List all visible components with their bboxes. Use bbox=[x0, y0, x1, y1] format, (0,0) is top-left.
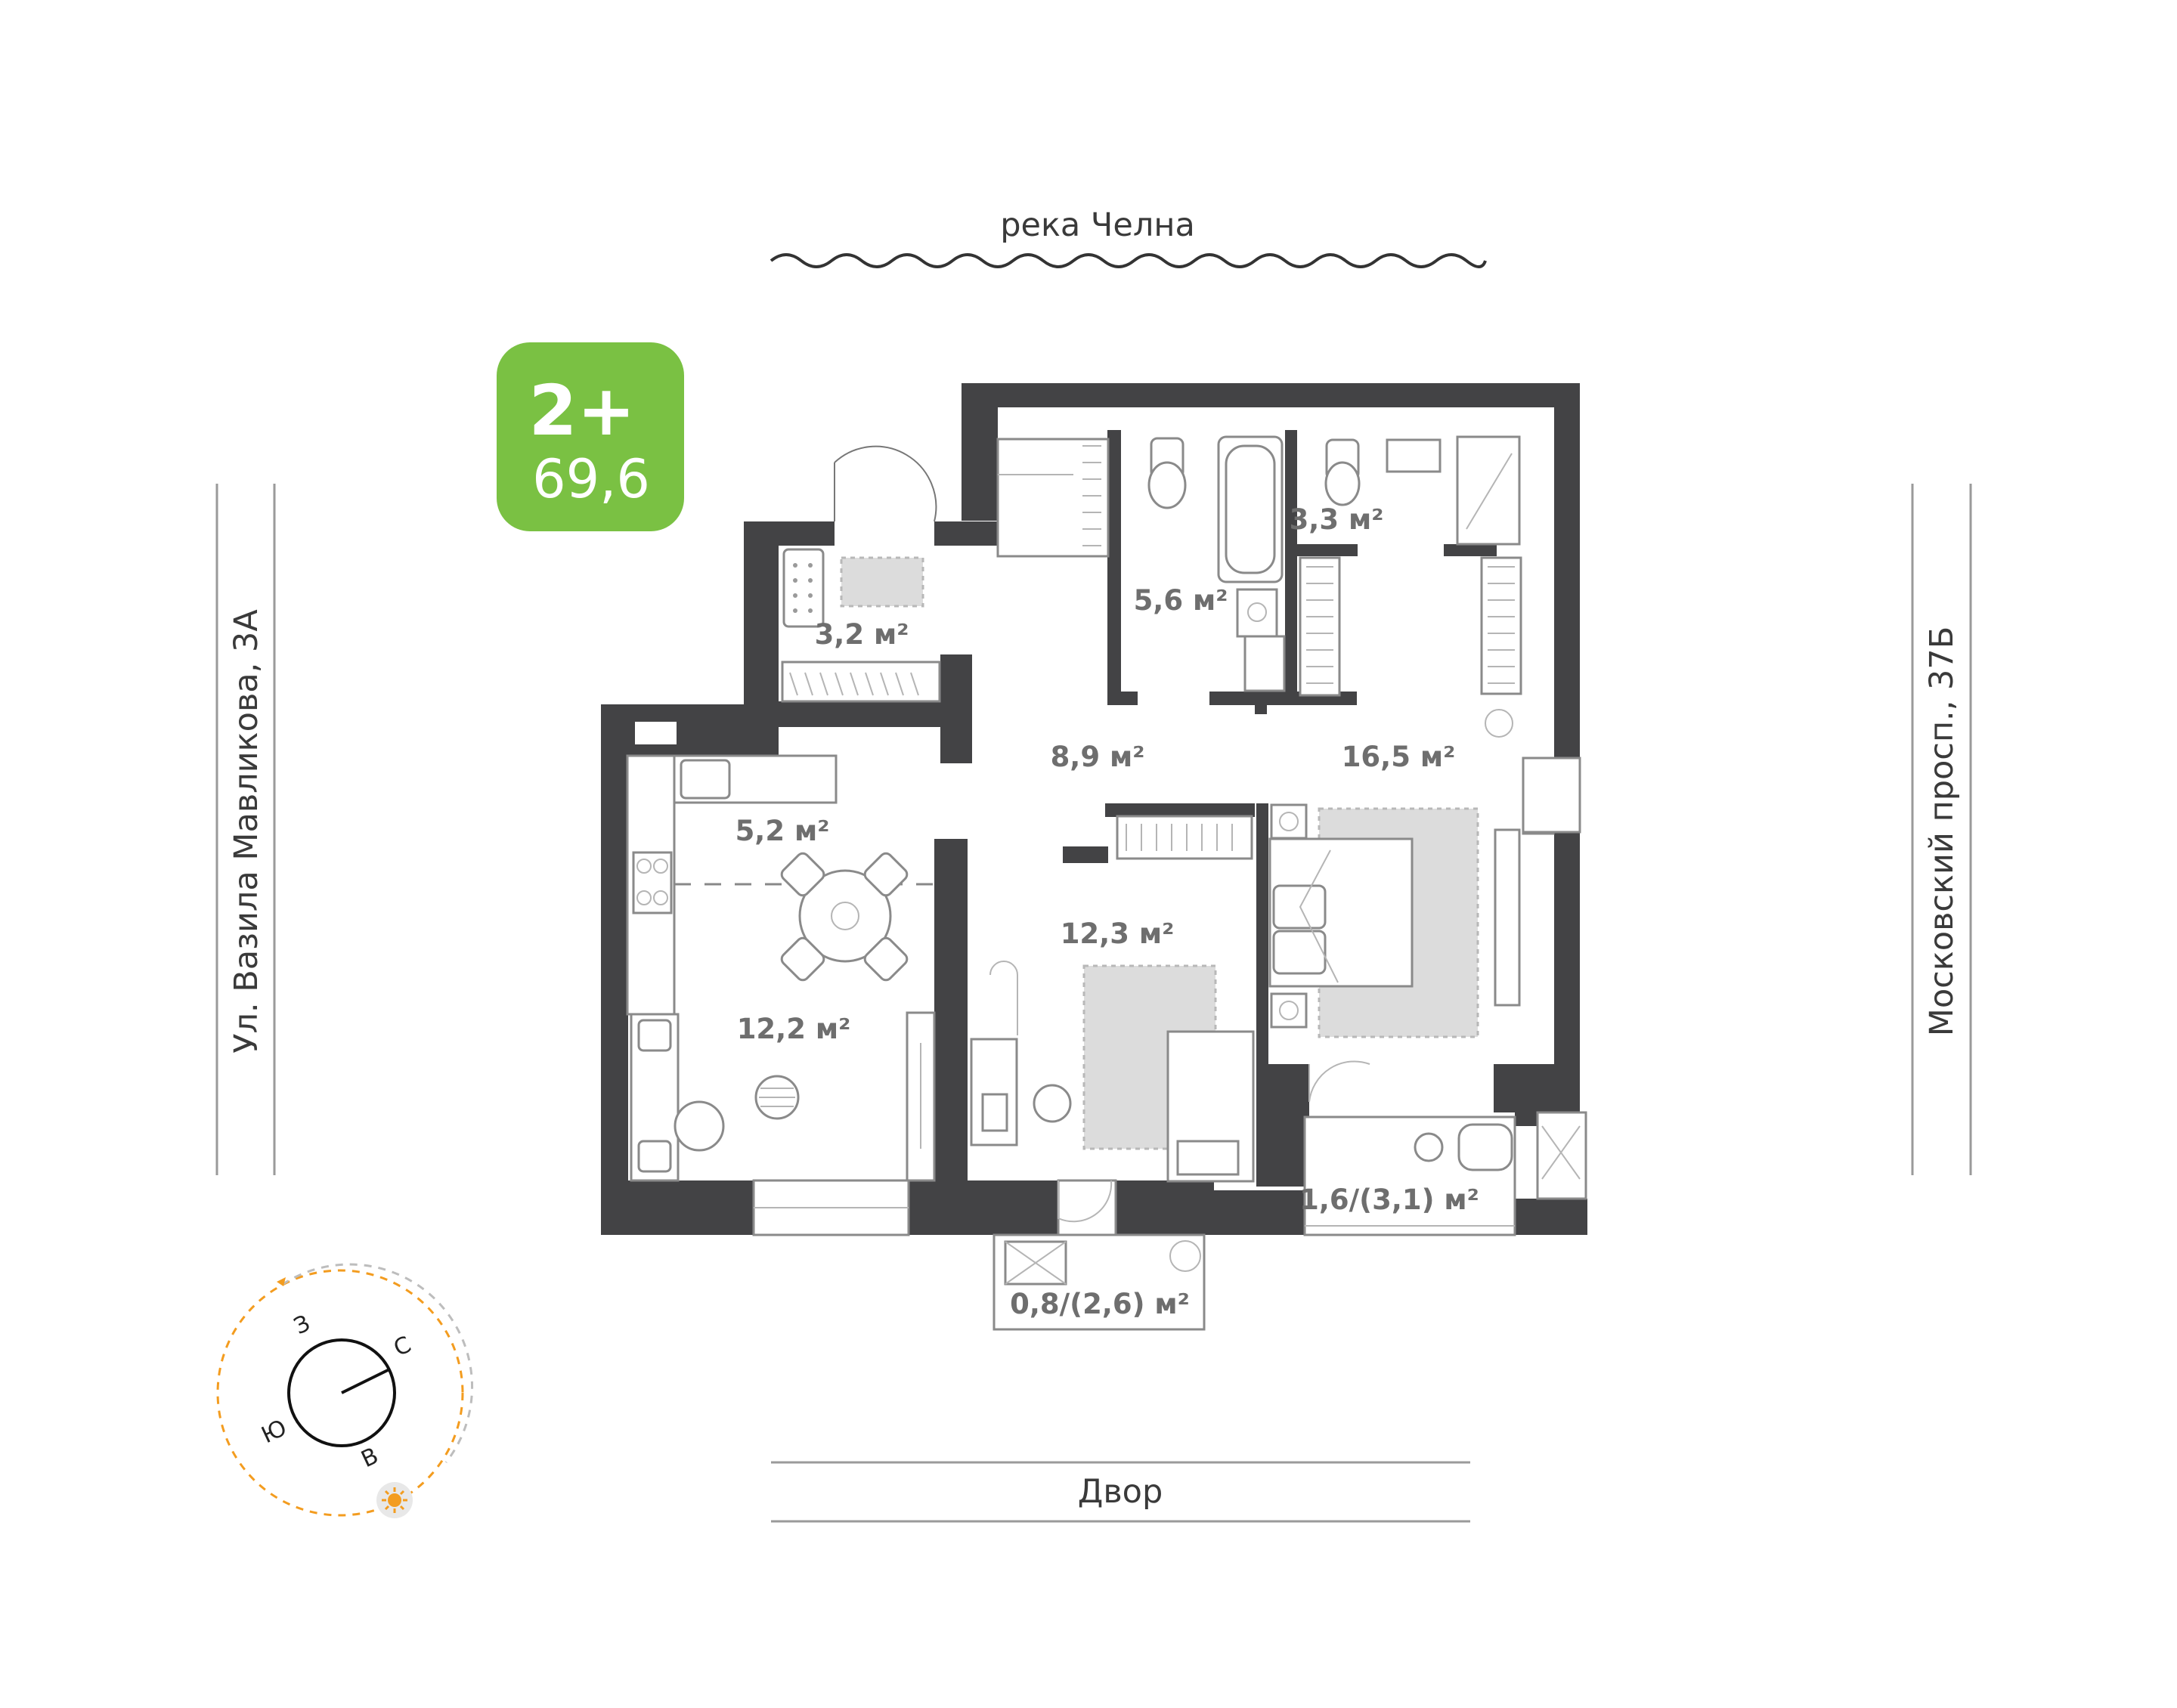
right-street-label: Московский просп., 37Б bbox=[1923, 627, 1961, 1037]
compass: З С Ю В bbox=[216, 1263, 474, 1518]
room-label-balcony-right: 1,6/(3,1) м² bbox=[1299, 1184, 1479, 1216]
room-wardrobe: 3,2 м² bbox=[781, 445, 941, 703]
compass-dial bbox=[287, 1338, 396, 1447]
room-label-bedroom: 16,5 м² bbox=[1342, 741, 1456, 773]
room-balcony-left: 0,8/(2,6) м² bbox=[993, 1233, 1206, 1331]
river-label: река Челна bbox=[1000, 206, 1195, 244]
yard-label: Двор bbox=[1078, 1473, 1163, 1511]
badge-area: 69,6 bbox=[532, 448, 650, 510]
room-hallway: 8,9 м² bbox=[1051, 741, 1145, 773]
compass-south: Ю bbox=[258, 1415, 291, 1449]
hall-closet bbox=[996, 438, 1110, 558]
left-street-marker: Ул. Вазила Мавликова, 3А bbox=[215, 484, 276, 1175]
room-label-hallway: 8,9 м² bbox=[1051, 741, 1145, 773]
room-label-kitchen: 5,2 м² bbox=[735, 815, 830, 847]
room-label-toilet: 3,3 м² bbox=[1290, 503, 1384, 536]
room-child: 12,3 м² bbox=[970, 815, 1255, 1183]
compass-orbit-arrow-icon bbox=[277, 1277, 286, 1286]
badge-background bbox=[497, 342, 684, 531]
compass-needle bbox=[341, 1368, 390, 1394]
compass-orbit-night bbox=[281, 1263, 474, 1463]
room-bathroom: 5,6 м² bbox=[1134, 435, 1286, 692]
flower-icon bbox=[831, 902, 859, 930]
room-label-wardrobe: 3,2 м² bbox=[815, 618, 909, 651]
badge-rooms: 2+ bbox=[528, 370, 635, 451]
compass-orbit-day bbox=[216, 1269, 464, 1517]
windows bbox=[752, 757, 1587, 1236]
sun-icon bbox=[376, 1482, 413, 1518]
left-street-label: Ул. Вазила Мавликова, 3А bbox=[228, 609, 265, 1054]
room-balcony-right: 1,6/(3,1) м² bbox=[1299, 1115, 1516, 1236]
compass-north: С bbox=[390, 1332, 416, 1363]
flower-icon-balcony bbox=[1169, 1240, 1201, 1272]
river-wave-icon bbox=[770, 253, 1487, 268]
room-kitchen: 5,2 м² bbox=[626, 754, 934, 1016]
plant-icon bbox=[1485, 709, 1513, 738]
walls bbox=[601, 383, 1587, 1235]
compass-west: З bbox=[290, 1310, 314, 1340]
compass-east: В bbox=[358, 1443, 382, 1473]
room-label-living: 12,2 м² bbox=[737, 1013, 851, 1045]
room-label-balcony-left: 0,8/(2,6) м² bbox=[1010, 1288, 1190, 1320]
room-bedroom: 16,5 м² bbox=[1268, 709, 1555, 1038]
apartment-badge: 2+ 69,6 bbox=[497, 342, 684, 531]
room-label-child: 12,3 м² bbox=[1061, 917, 1175, 950]
yard-marker: Двор bbox=[771, 1461, 1470, 1523]
room-label-bathroom: 5,6 м² bbox=[1134, 584, 1228, 617]
room-toilet: 3,3 м² bbox=[1290, 435, 1522, 697]
river-marker: река Челна bbox=[770, 206, 1487, 268]
right-street-marker: Московский просп., 37Б bbox=[1911, 484, 1972, 1175]
room-living: 12,2 м² bbox=[630, 1011, 936, 1182]
